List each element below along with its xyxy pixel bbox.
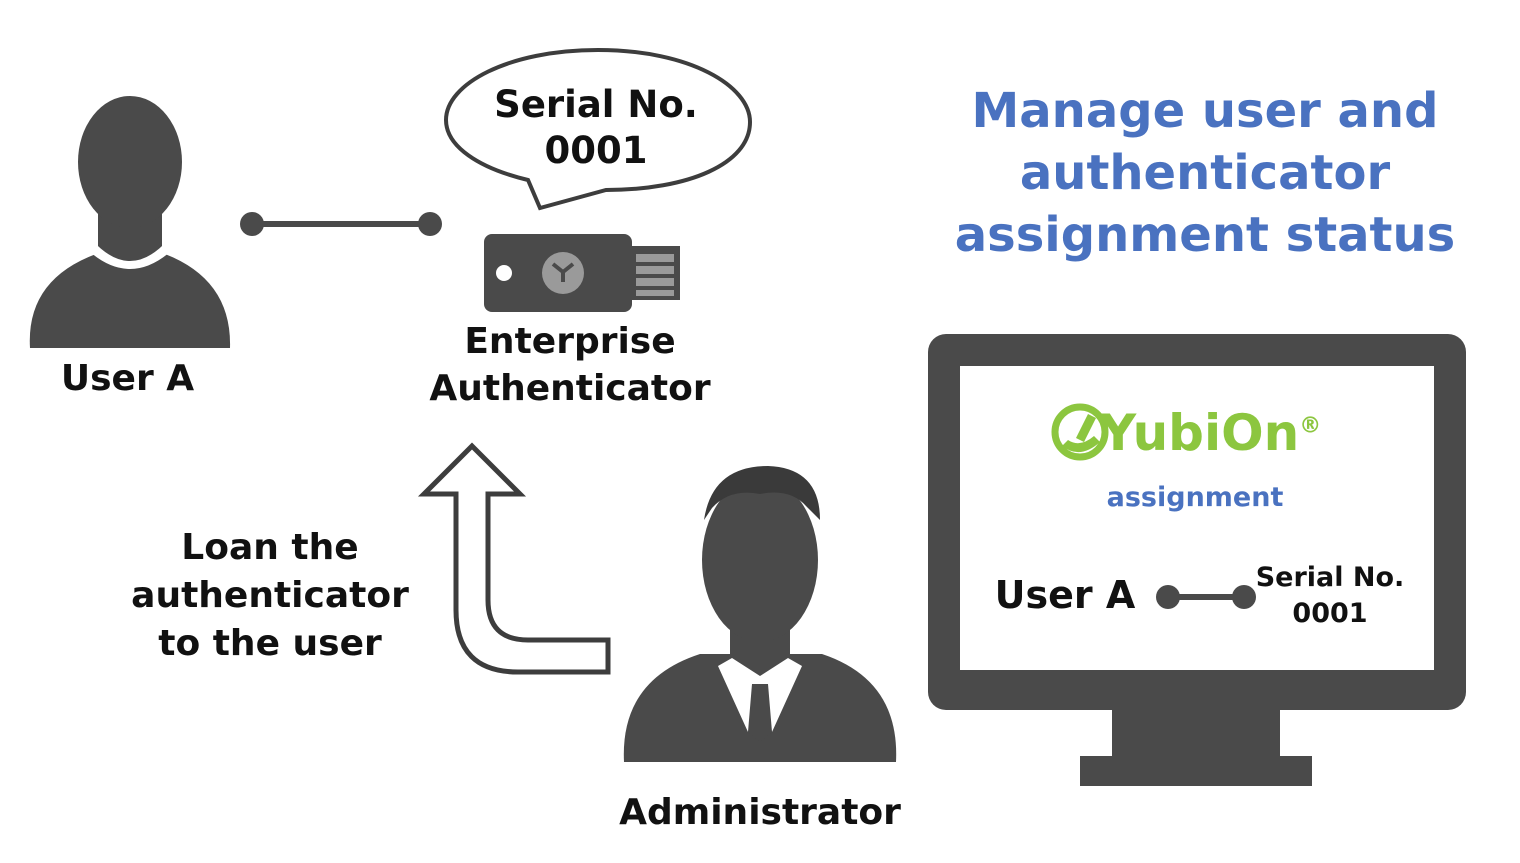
- loan-label-line1: Loan the: [181, 527, 359, 568]
- yubion-logo-mark-icon: [1051, 403, 1109, 461]
- loan-label-line2: authenticator: [131, 575, 409, 616]
- bubble-serial-line2: 0001: [544, 129, 648, 172]
- screen-serial-line1: Serial No.: [1255, 562, 1405, 593]
- bubble-serial-line1: Serial No.: [494, 83, 698, 126]
- authenticator-label-line1: Enterprise: [464, 321, 676, 362]
- yubion-logo-text: YubiOn®: [1100, 404, 1340, 462]
- loan-label: Loan the authenticator to the user: [120, 524, 420, 668]
- headline-line3: assignment status: [954, 207, 1456, 263]
- headline-line1: Manage user and: [971, 83, 1439, 139]
- loan-arrow-icon: [417, 442, 611, 675]
- bubble-serial-text: Serial No. 0001: [460, 82, 732, 174]
- serial-speech-bubble: [443, 47, 753, 211]
- screen-user-serial-connector: [1156, 585, 1256, 609]
- headline-line2: authenticator: [1019, 145, 1391, 201]
- monitor-icon: [928, 334, 1466, 786]
- security-key-icon: [484, 234, 680, 312]
- administrator-person-icon: [623, 466, 897, 762]
- headline: Manage user and authenticator assignment…: [940, 80, 1470, 266]
- user-a-label: User A: [60, 358, 195, 399]
- authenticator-label-line2: Authenticator: [429, 368, 711, 409]
- loan-label-line3: to the user: [158, 623, 382, 664]
- assignment-label: assignment: [1106, 482, 1284, 513]
- yubion-registered-mark: ®: [1299, 413, 1322, 439]
- yubion-logo-word: YubiOn: [1100, 404, 1300, 462]
- screen-serial-label: Serial No. 0001: [1250, 560, 1410, 632]
- user-key-connector: [240, 212, 442, 236]
- user-a-person-icon: [29, 96, 231, 348]
- authenticator-label: Enterprise Authenticator: [400, 318, 740, 412]
- screen-serial-line2: 0001: [1292, 598, 1368, 629]
- administrator-label: Administrator: [619, 792, 901, 833]
- screen-user-label: User A: [994, 573, 1136, 617]
